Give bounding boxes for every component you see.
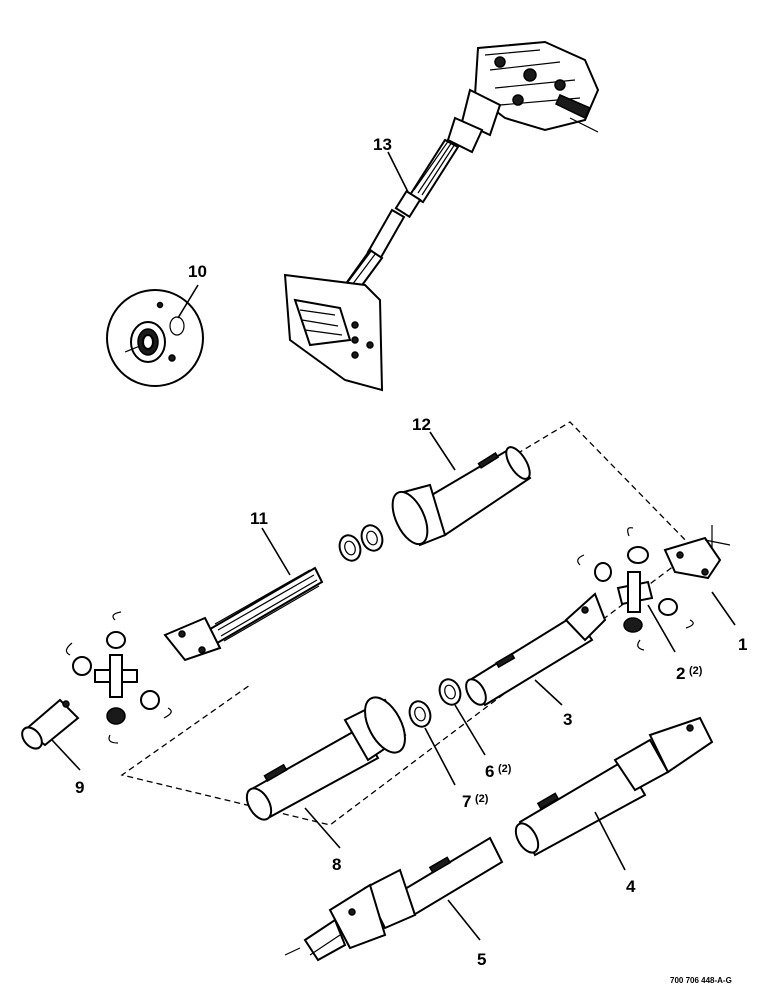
callout-5: 5 (477, 950, 486, 969)
callout-6: 6 (485, 762, 494, 781)
gearbox-assembly (446, 40, 600, 154)
leader-6 (454, 704, 486, 756)
callout-11: 11 (250, 509, 268, 528)
callout-6-qty: (2) (498, 763, 512, 775)
universal-joint-cross-left (65, 611, 172, 744)
callout-9: 9 (75, 778, 84, 797)
leader-9 (51, 739, 81, 771)
inner-splined-shaft (163, 566, 324, 662)
leader-10 (177, 284, 199, 319)
leader-2 (647, 604, 676, 653)
end-yoke (663, 525, 731, 580)
outer-drive-shaft (284, 836, 504, 962)
leader-11 (261, 527, 291, 576)
callout-8: 8 (332, 855, 341, 874)
callout-3: 3 (563, 710, 572, 729)
leader-7 (424, 727, 456, 786)
callout-2-qty: (2) (689, 665, 703, 677)
leader-13 (387, 151, 409, 193)
leader-4 (594, 811, 626, 871)
inner-drive-shaft (514, 716, 714, 857)
leader-5 (447, 899, 481, 941)
leader-12 (429, 431, 456, 471)
end-yoke-left (21, 698, 80, 750)
splined-shaft (343, 138, 460, 295)
callout-10: 10 (188, 262, 207, 281)
seal-detail-view (106, 289, 204, 387)
bearing-rings-upper (338, 524, 384, 562)
callout-7-qty: (2) (475, 793, 489, 805)
leader-1 (711, 591, 736, 626)
outer-tube (391, 446, 532, 547)
callout-7: 7 (462, 792, 471, 811)
drive-shaft-tube (465, 592, 607, 707)
mounting-plate (283, 273, 384, 392)
universal-joint-cross-right (577, 527, 694, 651)
document-number: 700 706 448-A-G (670, 976, 732, 985)
callout-2: 2 (676, 664, 685, 683)
callout-1: 1 (738, 635, 747, 654)
leader-8 (304, 807, 341, 849)
callout-13: 13 (373, 135, 392, 154)
callout-4: 4 (626, 877, 636, 896)
outer-guard-tube (245, 696, 407, 821)
bearing-rings-lower (408, 678, 462, 728)
callout-12: 12 (412, 415, 431, 434)
leader-3 (534, 679, 563, 706)
